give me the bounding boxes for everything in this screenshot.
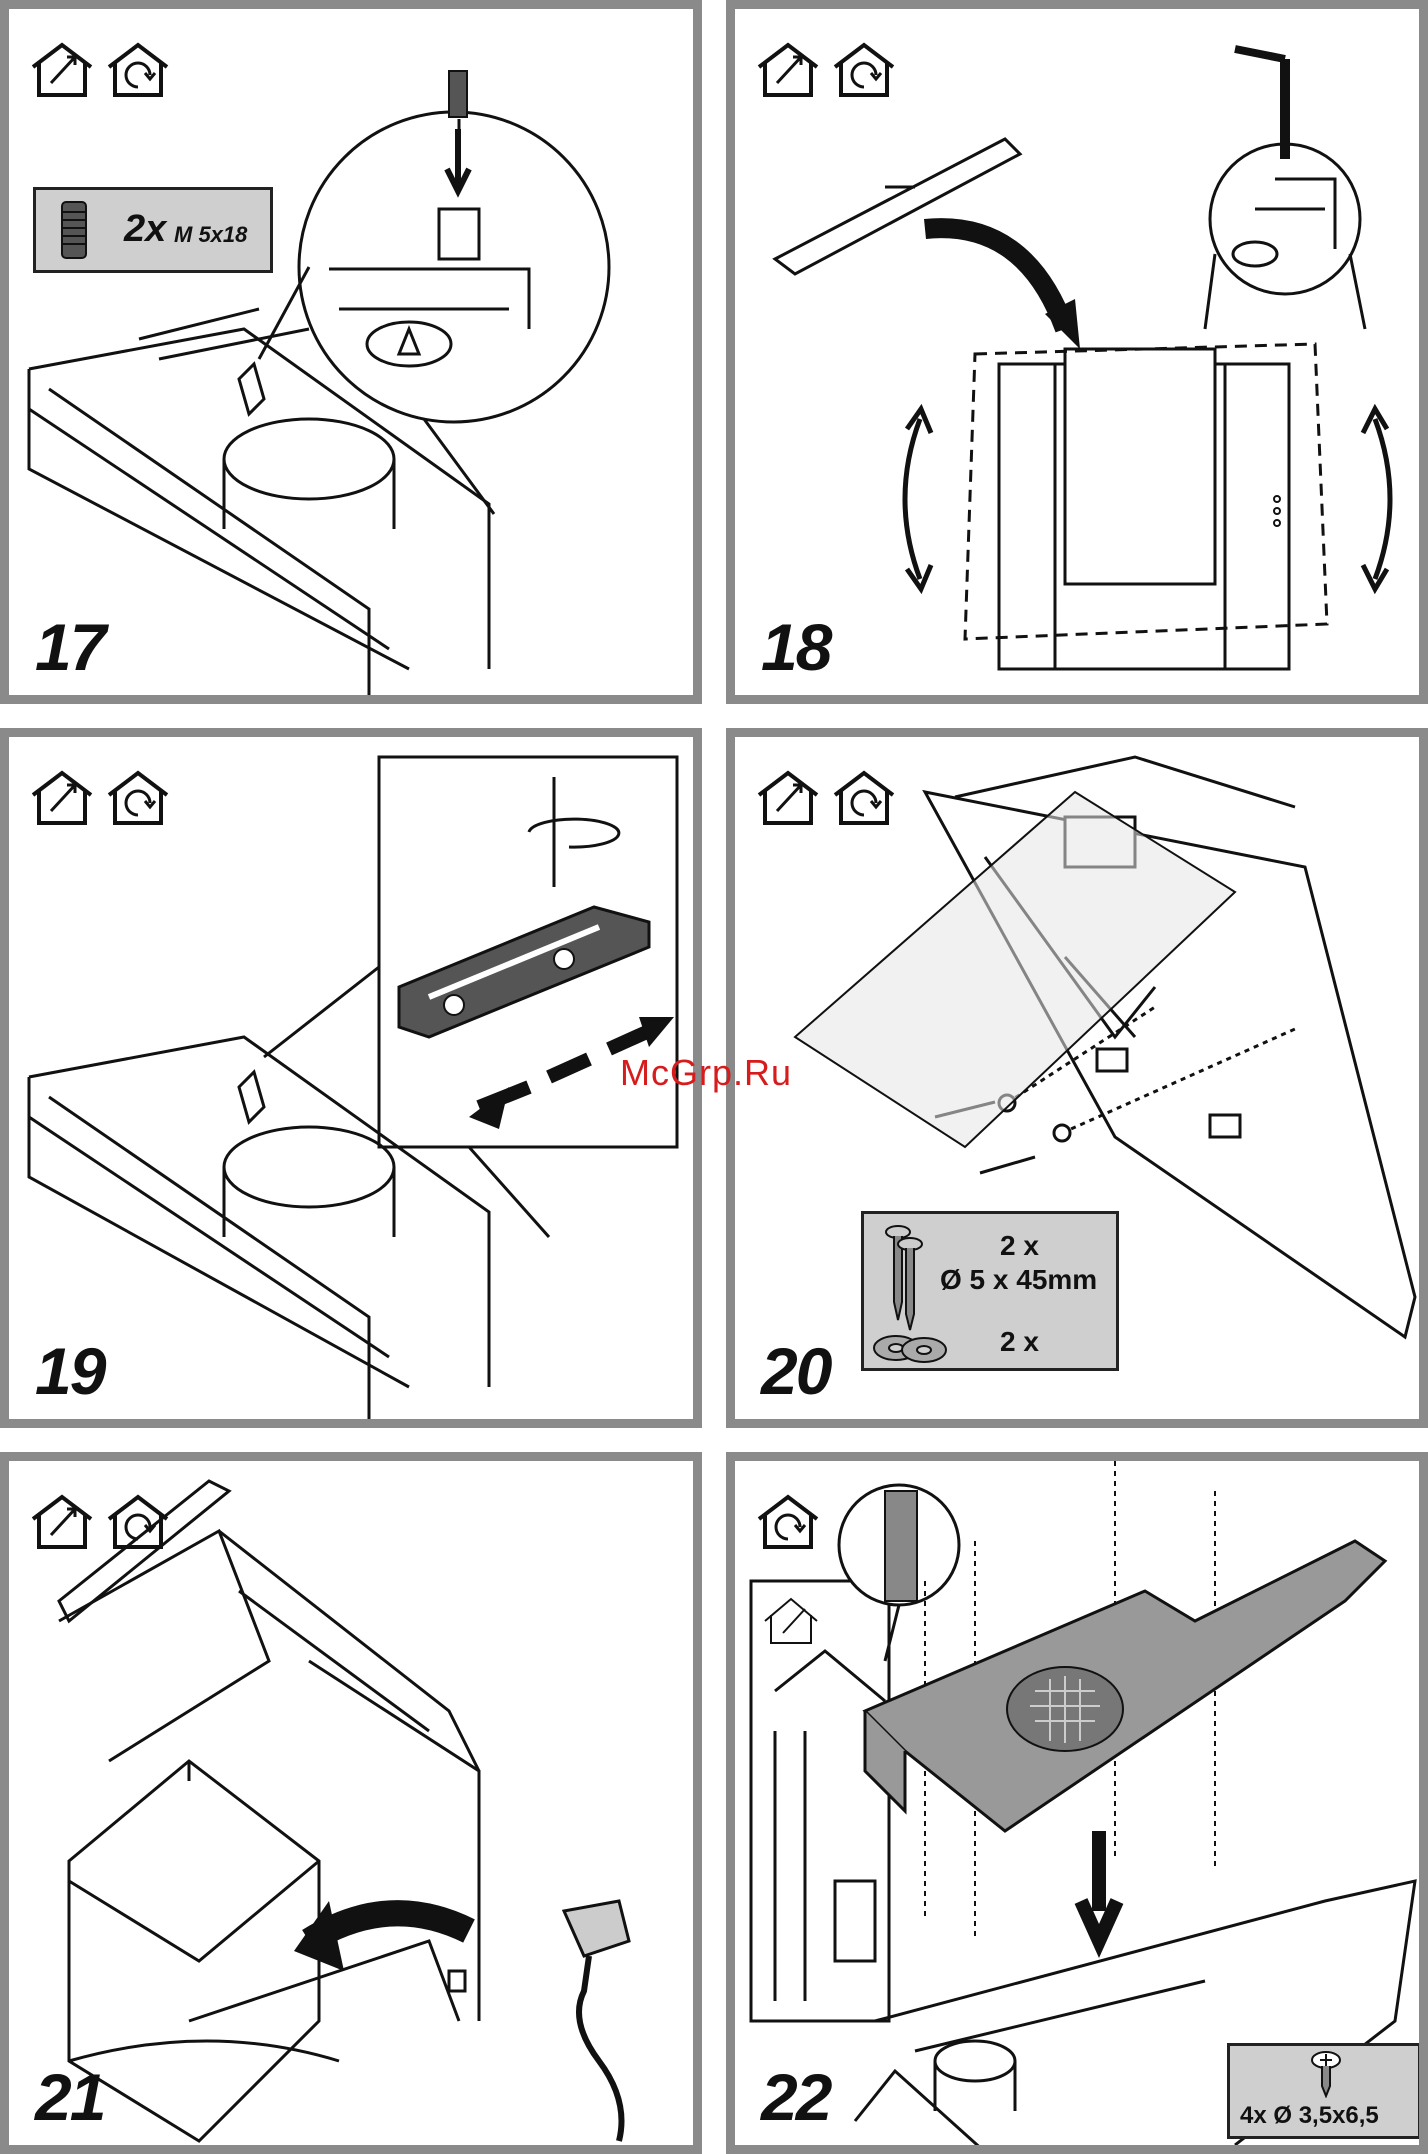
step-number: 19 [35, 1333, 104, 1409]
screw-spec: Ø 5 x 45mm [940, 1264, 1097, 1296]
power-plug-illustration [9, 1461, 693, 2145]
bracket-adjust-illustration [9, 737, 693, 1419]
step-number: 20 [761, 1333, 830, 1409]
watermark-text: McGrp.Ru [620, 1052, 792, 1094]
step-17-panel: 2x M 5x18 17 [0, 0, 702, 704]
step-number: 21 [35, 2059, 104, 2135]
step-21-panel: 21 [0, 1452, 702, 2154]
wood-screw-icon [878, 1222, 928, 1332]
step-number: 18 [761, 609, 830, 685]
step-18-panel: 18 [726, 0, 1428, 704]
screw-qty: 2 x [1000, 1230, 1039, 1262]
hood-top-illustration [9, 9, 693, 695]
step-20-panel: 2 x Ø 5 x 45mm 2 x 20 [726, 728, 1428, 1428]
washer-qty: 2 x [1000, 1326, 1039, 1358]
step-19-panel: 19 [0, 728, 702, 1428]
cover-screw-spec: 4x Ø 3,5x6,5 [1240, 2102, 1379, 2130]
washer-icon [870, 1328, 950, 1368]
cover-screw-icon [1306, 2050, 1346, 2098]
step-number: 17 [35, 609, 104, 685]
step-number: 22 [761, 2059, 830, 2135]
step-22-panel: 4x Ø 3,5x6,5 22 [726, 1452, 1428, 2154]
leveling-illustration [735, 9, 1419, 695]
fastener-part-box: 2 x Ø 5 x 45mm 2 x [861, 1211, 1119, 1371]
cover-screw-part-box: 4x Ø 3,5x6,5 [1227, 2043, 1421, 2139]
